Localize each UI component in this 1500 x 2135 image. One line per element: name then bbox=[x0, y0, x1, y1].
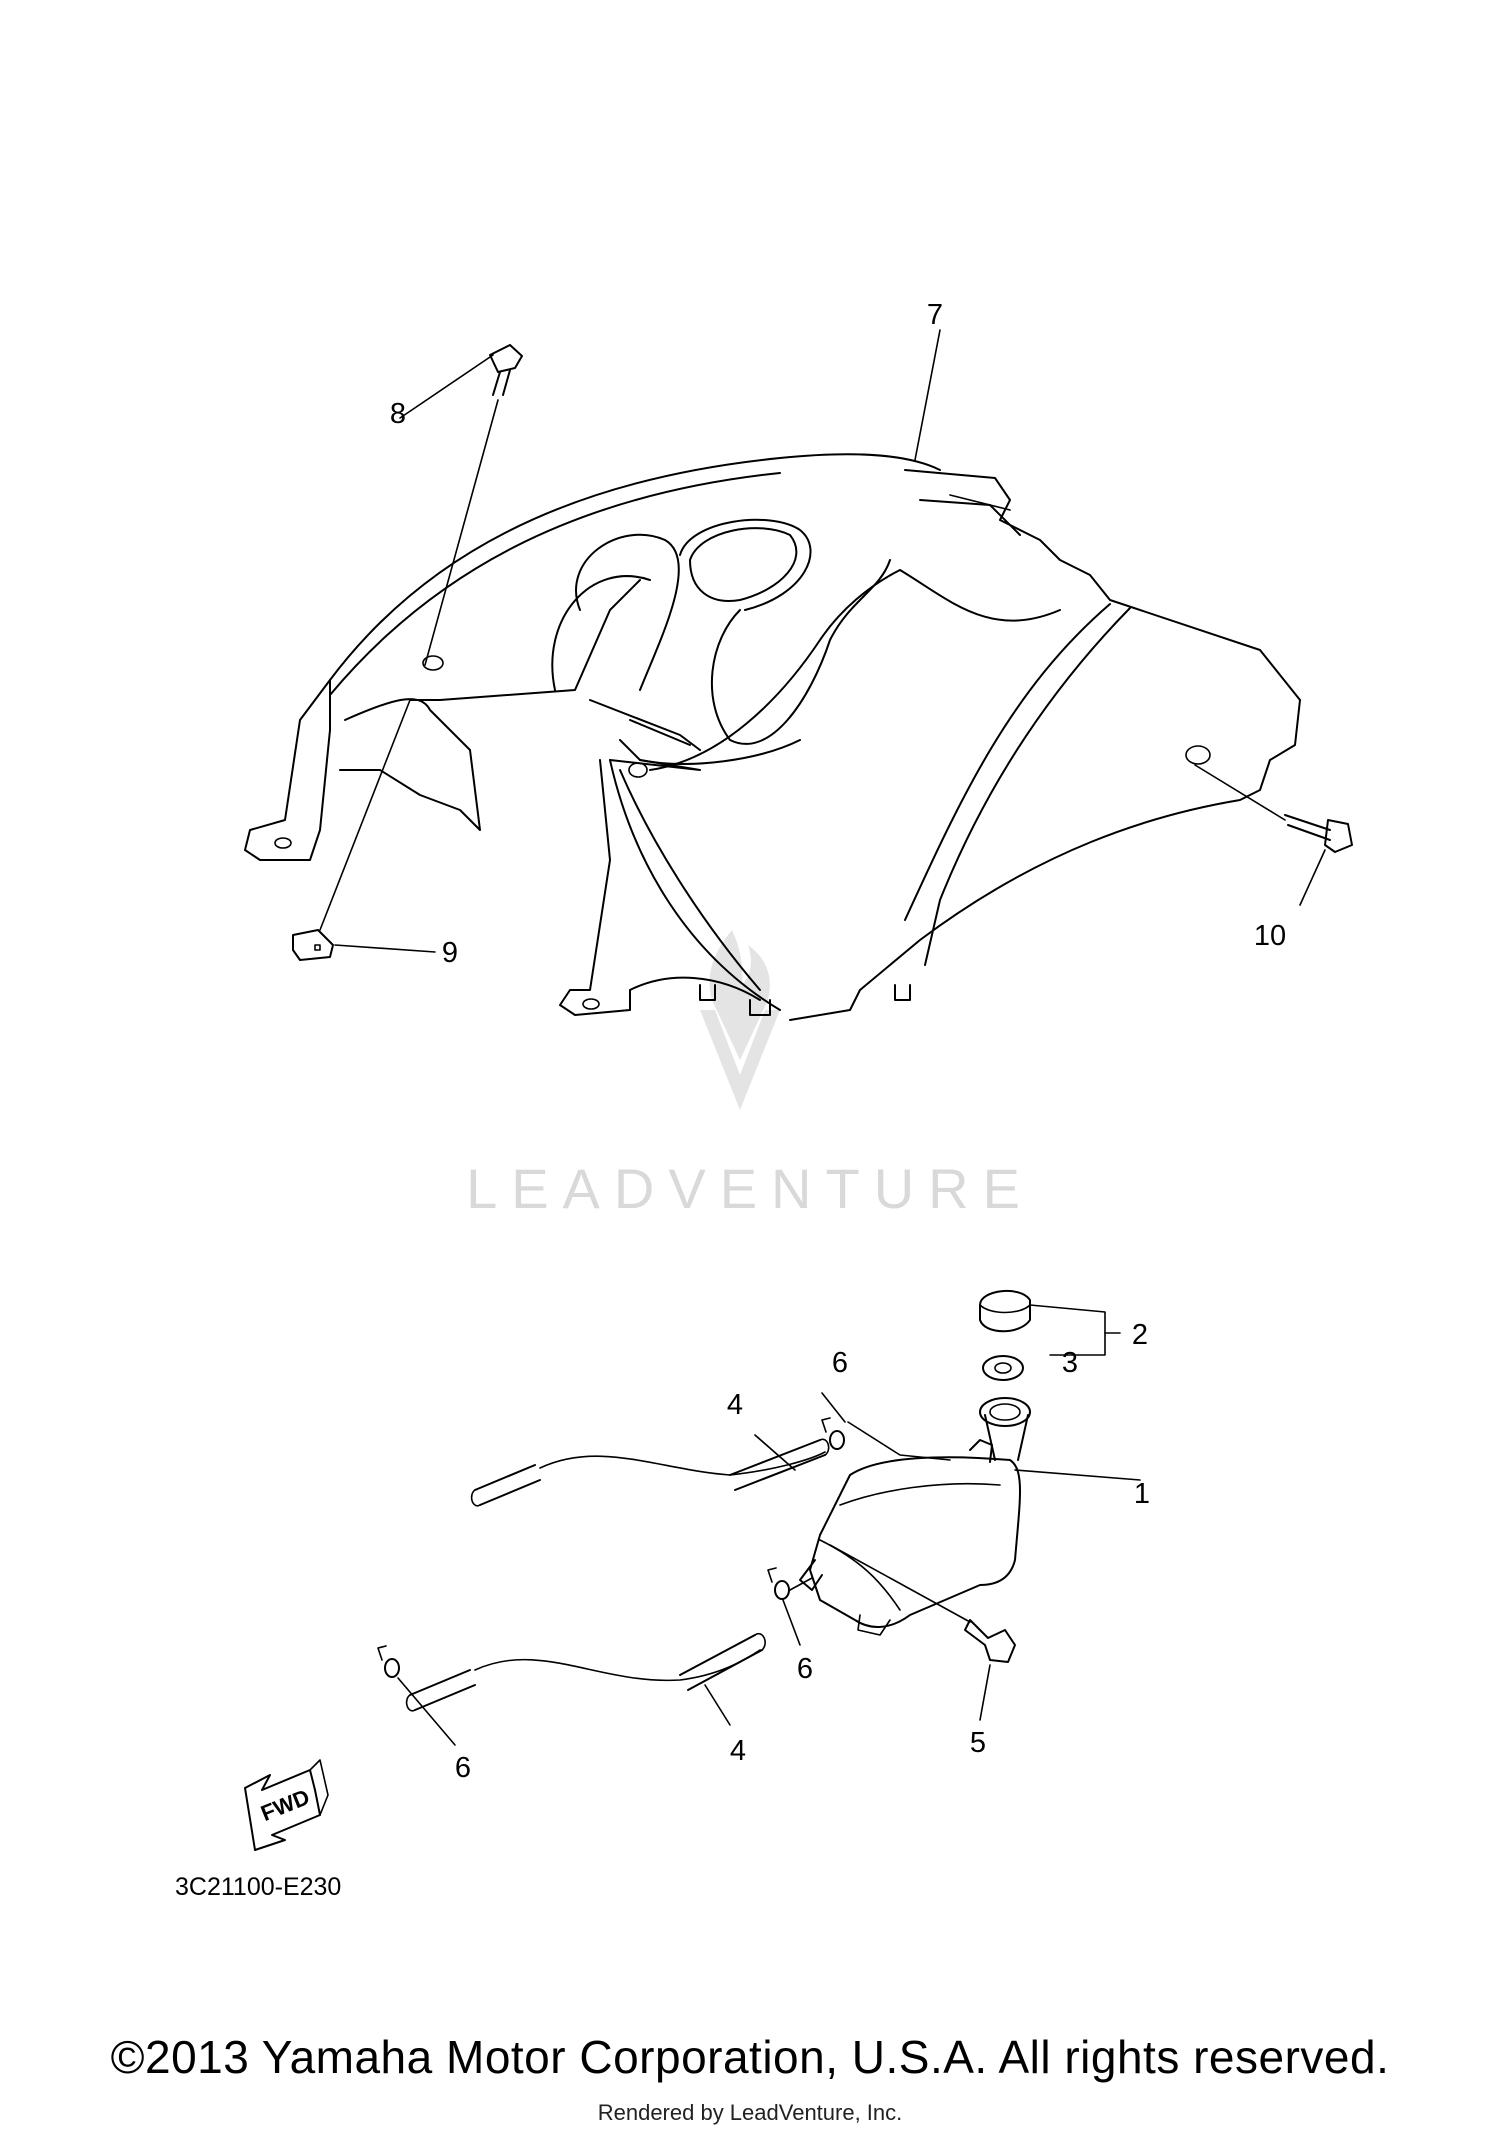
rendered-by-credit: Rendered by LeadVenture, Inc. bbox=[597, 2100, 903, 2125]
hose-part-4-lower bbox=[405, 1632, 766, 1726]
bolt-part-10 bbox=[1194, 764, 1353, 906]
fwd-label: FWD bbox=[257, 1784, 313, 1826]
callout-5: 5 bbox=[970, 1727, 986, 1759]
bolt-part-5 bbox=[829, 1544, 1016, 1721]
hose-part-4-upper bbox=[470, 1434, 830, 1507]
clip-part-6-upper bbox=[821, 1392, 846, 1450]
callout-10: 10 bbox=[1254, 920, 1286, 952]
callout-4-bottom: 4 bbox=[730, 1735, 746, 1767]
watermark-text: LEADVENTURE bbox=[466, 1157, 1034, 1220]
callout-7: 7 bbox=[927, 299, 943, 331]
screw-part-8 bbox=[399, 344, 523, 666]
callout-6-bottom: 6 bbox=[455, 1752, 471, 1784]
copyright-notice: ©2013 Yamaha Motor Corporation, U.S.A. A… bbox=[110, 2031, 1390, 2083]
callout-8: 8 bbox=[390, 398, 406, 430]
reservoir-tank-part-1 bbox=[799, 1397, 1141, 1636]
clip-part-6-middle bbox=[767, 1567, 813, 1646]
callout-1: 1 bbox=[1134, 1478, 1150, 1510]
callout-9: 9 bbox=[442, 937, 458, 969]
callout-3: 3 bbox=[1062, 1347, 1078, 1379]
forward-arrow-icon: FWD bbox=[244, 1759, 329, 1851]
leadventure-watermark: LEADVENTURE bbox=[466, 930, 1034, 1220]
washer-part-3 bbox=[982, 1355, 1024, 1381]
callout-6-top: 6 bbox=[832, 1347, 848, 1379]
callout-6-middle: 6 bbox=[797, 1653, 813, 1685]
callout-2: 2 bbox=[1132, 1319, 1148, 1351]
callout-4-top: 4 bbox=[727, 1389, 743, 1421]
clip-nut-part-9 bbox=[292, 699, 436, 961]
tank-cover-part-7 bbox=[244, 329, 1301, 1021]
diagram-code: 3C21100-E230 bbox=[175, 1873, 341, 1901]
clip-part-6-lower bbox=[377, 1645, 456, 1746]
cap-part-2 bbox=[979, 1289, 1121, 1356]
watermark-flame-logo bbox=[700, 930, 780, 1110]
